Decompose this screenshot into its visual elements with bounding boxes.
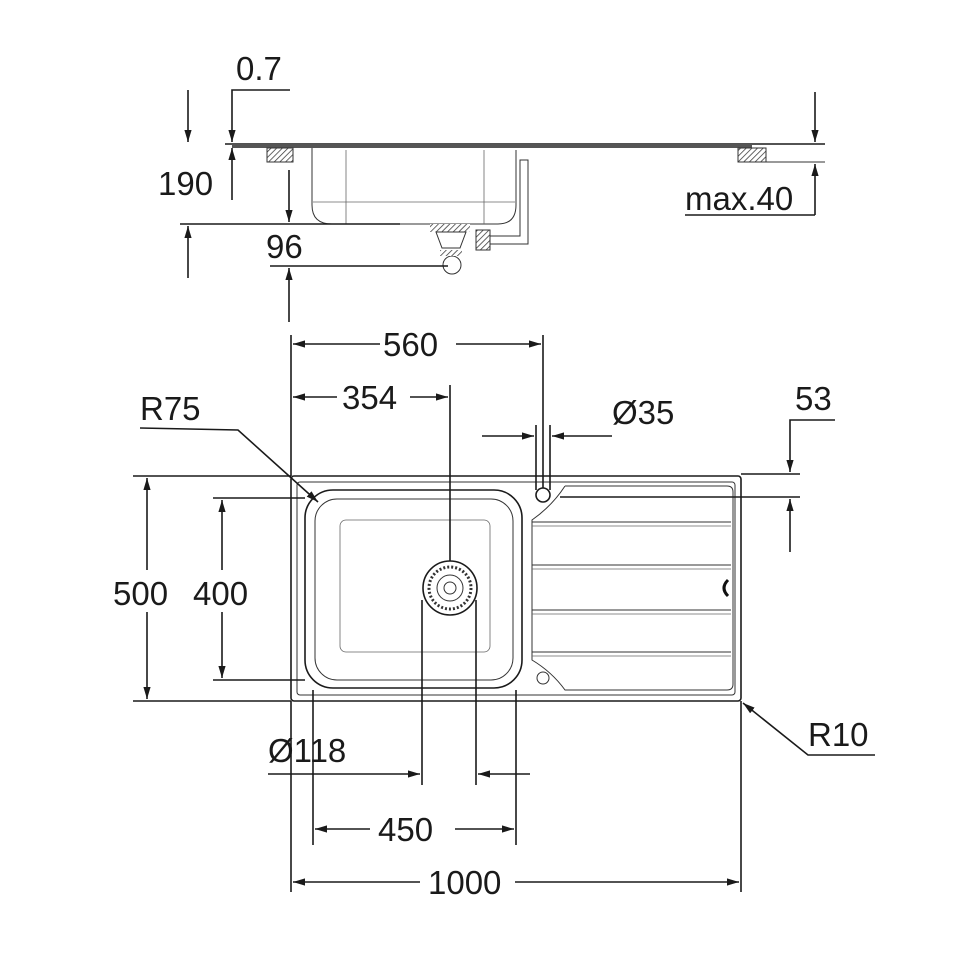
- dim-countertop-label: max.40: [685, 180, 793, 217]
- dim-drain-depth-label: 96: [266, 228, 303, 265]
- clip-left: [266, 147, 294, 163]
- side-view: 0.7 190 96 max.40: [158, 50, 825, 322]
- dim-overall-width-label: 1000: [428, 864, 501, 901]
- dim-height-label: 190: [158, 165, 213, 202]
- sink-outline: [290, 475, 742, 702]
- dim-tap-edge-label: 53: [795, 380, 832, 417]
- dim-drain-offset-label: 354: [342, 379, 397, 416]
- trap-outlet: [442, 255, 462, 275]
- clip-right: [737, 147, 767, 163]
- dim-bowl-depth-label: 400: [193, 575, 248, 612]
- dim-drain-diameter-label: Ø118: [268, 732, 346, 769]
- dim-tap-offset-label: 560: [383, 326, 438, 363]
- dim-tap-hole-label: Ø35: [612, 394, 674, 431]
- drainboard: [531, 485, 734, 691]
- dim-thickness-label: 0.7: [236, 50, 282, 87]
- bowl-outline: [304, 489, 523, 689]
- dim-overall-depth-label: 500: [113, 575, 168, 612]
- dim-bowl-radius-label: R75: [140, 390, 201, 427]
- tap-hole: [535, 487, 551, 503]
- drain-body: [430, 224, 470, 232]
- sink-rim: [232, 144, 752, 148]
- top-view: 560 354 Ø35 53 R75 500 400 R10: [113, 326, 875, 901]
- overflow-hole: [536, 671, 550, 685]
- overflow-connector: [475, 229, 491, 251]
- dim-corner-radius-label: R10: [808, 716, 869, 753]
- dim-bowl-width-label: 450: [378, 811, 433, 848]
- drain: [422, 560, 478, 616]
- bowl-profile: [311, 148, 517, 225]
